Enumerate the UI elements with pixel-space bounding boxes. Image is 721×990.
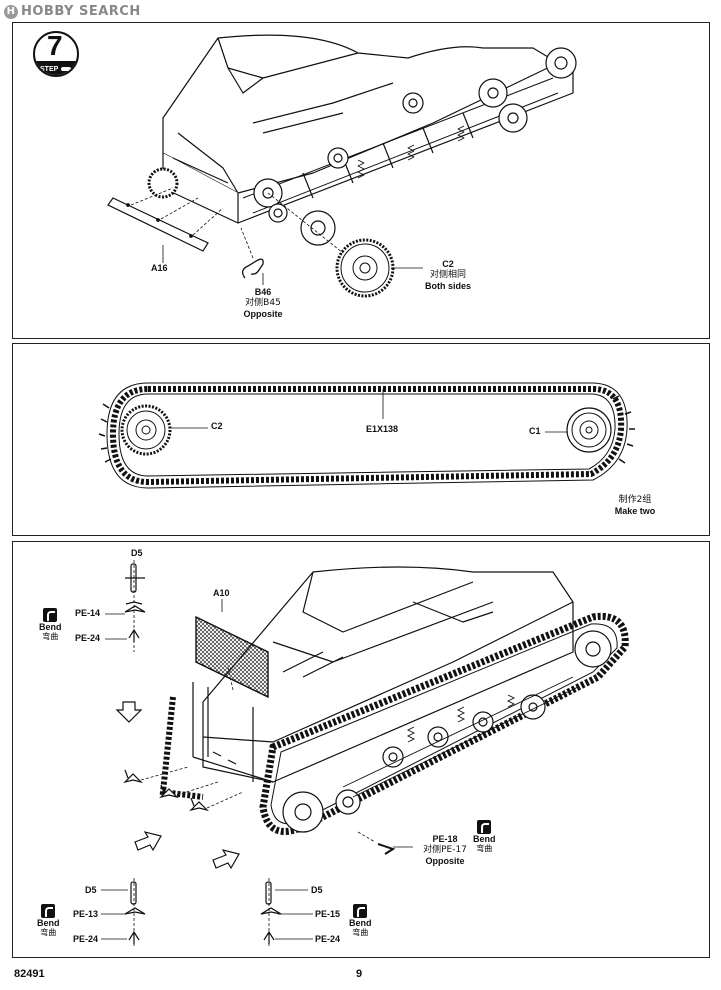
part-number: PE-18 (432, 834, 458, 844)
bend-text-cn: 弯曲 (352, 928, 369, 937)
opposite-part-cn: 对侧B45 (245, 298, 281, 308)
track-panel: C2 E1X138 C1 制作2组 Make two (12, 343, 710, 536)
bend-icon (41, 904, 56, 918)
both-sides-cn: 对侧相同 (429, 270, 466, 280)
bend-note: Bend 弯曲 (37, 904, 60, 937)
watermark-logo-icon: H (4, 4, 18, 19)
kit-code: 82491 (14, 968, 45, 980)
part-label-a16: A16 (151, 263, 168, 273)
tank-drawing (101, 560, 629, 947)
both-sides-note: Both sides (424, 281, 471, 291)
step-panel: 7 STEP A16 B46 对侧B45 Opposite C2 对侧相同 Bo… (12, 22, 710, 339)
bend-text: Bend (37, 918, 60, 928)
part-label-pe14: PE-14 (75, 608, 101, 618)
bend-text: Bend (39, 622, 62, 632)
opposite-note: Opposite (243, 309, 283, 319)
bend-note: Bend 弯曲 (349, 904, 372, 937)
make-two-en: Make two (614, 506, 656, 516)
part-label-c2: C2 (211, 421, 223, 431)
part-label-d5: D5 (85, 885, 97, 895)
watermark-text: HOBBY SEARCH (21, 4, 141, 19)
part-label-c2: C2 对侧相同 Both sides (413, 259, 483, 292)
bend-icon (477, 820, 492, 834)
bend-icon (353, 904, 368, 918)
bend-note: Bend 弯曲 (473, 820, 496, 853)
part-label-pe15: PE-15 (315, 909, 341, 919)
part-number: C2 (442, 259, 454, 269)
part-label-b46: B46 对侧B45 Opposite (235, 287, 291, 320)
make-two-cn: 制作2组 (618, 495, 652, 505)
opposite-part-cn: 对侧PE-17 (423, 845, 467, 855)
step-badge: 7 STEP (33, 31, 79, 77)
part-number: B46 (254, 287, 272, 297)
part-label-d5: D5 (131, 548, 143, 558)
part-label-a10: A10 (213, 588, 230, 598)
part-label-e1: E1X138 (366, 424, 399, 434)
hull-drawing (107, 34, 577, 298)
bend-text: Bend (473, 834, 496, 844)
bend-text-cn: 弯曲 (476, 844, 493, 853)
bend-text-cn: 弯曲 (40, 928, 57, 937)
watermark: H HOBBY SEARCH (4, 4, 141, 19)
part-label-pe24: PE-24 (315, 934, 341, 944)
step-label: STEP (40, 66, 59, 73)
bend-text: Bend (349, 918, 372, 928)
part-label-pe24: PE-24 (73, 934, 99, 944)
part-label-pe24: PE-24 (75, 633, 101, 643)
bend-icon (43, 608, 58, 622)
page-number: 9 (356, 968, 363, 980)
bend-text-cn: 弯曲 (42, 632, 59, 641)
make-two-note: 制作2组 Make two (605, 495, 665, 517)
tank-icon (61, 67, 71, 71)
step-number: 7 (47, 31, 63, 61)
bend-note: Bend 弯曲 (39, 608, 62, 641)
opposite-note: Opposite (425, 856, 465, 866)
track-drawing (98, 382, 635, 489)
part-label-c1: C1 (529, 426, 541, 436)
part-label-pe13: PE-13 (73, 909, 99, 919)
part-label-d5: D5 (311, 885, 323, 895)
assembly-panel: D5 PE-14 PE-24 Bend 弯曲 A10 PE-18 对侧PE-17… (12, 541, 710, 958)
part-label-pe18: PE-18 对侧PE-17 Opposite (413, 834, 477, 867)
